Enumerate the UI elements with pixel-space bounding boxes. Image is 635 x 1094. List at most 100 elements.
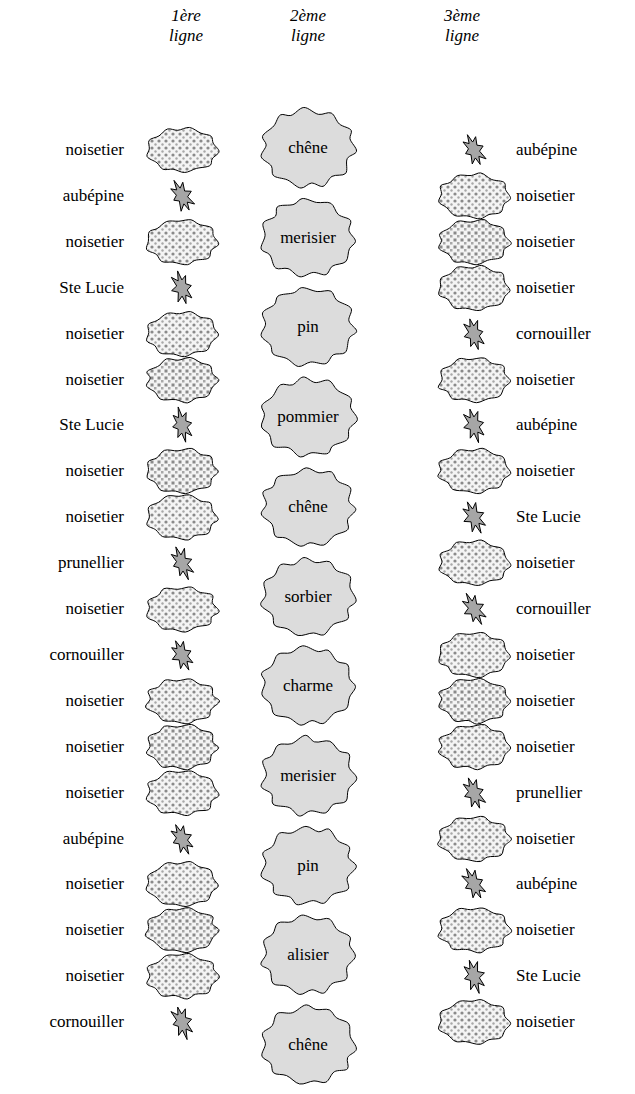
plant-outline bbox=[136, 859, 228, 909]
hazel-shrub: noisetier bbox=[432, 263, 630, 313]
hazel-shrub: noisetier bbox=[0, 859, 232, 909]
tree-crown: pommier bbox=[257, 375, 359, 459]
plant-name: noisetier bbox=[516, 920, 630, 940]
tree-crown: alisier bbox=[258, 913, 358, 997]
plant-shape bbox=[147, 311, 219, 356]
plant-shape bbox=[439, 265, 510, 310]
plant-shape bbox=[462, 869, 486, 898]
plant-shape bbox=[171, 1007, 193, 1040]
hazel-shrub: noisetier bbox=[432, 997, 630, 1047]
plant-outline bbox=[432, 217, 516, 267]
plant-name: noisetier bbox=[516, 232, 630, 252]
plant-shape bbox=[439, 678, 511, 724]
plant-shape bbox=[438, 449, 511, 494]
hazel-shrub: noisetier bbox=[432, 814, 630, 864]
plant-name: noisetier bbox=[0, 140, 124, 160]
hazel-shrub: noisetier bbox=[432, 905, 630, 955]
plant-name: cornouiller bbox=[0, 645, 124, 665]
plant-name: noisetier bbox=[0, 966, 124, 986]
plant-name: noisetier bbox=[516, 553, 630, 573]
plant-name: noisetier bbox=[0, 874, 124, 894]
plant-shape bbox=[147, 954, 220, 1000]
plant-outline bbox=[136, 905, 228, 955]
plant-outline bbox=[432, 400, 516, 450]
plant-shape bbox=[438, 908, 512, 953]
plant-outline bbox=[432, 263, 516, 313]
plant-name: noisetier bbox=[516, 691, 630, 711]
plant-name: noisetier bbox=[0, 232, 124, 252]
small-shrub: Ste Lucie bbox=[0, 400, 232, 450]
small-shrub: cornouiller bbox=[432, 584, 630, 634]
small-shrub: prunellier bbox=[432, 768, 630, 818]
plant-name: Ste Lucie bbox=[516, 507, 630, 527]
small-shrub: aubépine bbox=[0, 171, 232, 221]
small-shrub: Ste Lucie bbox=[432, 951, 630, 1001]
plant-name: noisetier bbox=[0, 370, 124, 390]
plant-outline bbox=[432, 859, 516, 909]
plant-name: merisier bbox=[258, 228, 358, 248]
hazel-shrub: noisetier bbox=[0, 217, 232, 267]
small-shrub: Ste Lucie bbox=[0, 263, 232, 313]
plant-name: noisetier bbox=[0, 920, 124, 940]
plant-name: noisetier bbox=[0, 324, 124, 344]
hazel-shrub: noisetier bbox=[432, 446, 630, 496]
plant-outline bbox=[136, 217, 228, 267]
plant-shape bbox=[147, 587, 219, 632]
plant-name: noisetier bbox=[0, 461, 124, 481]
tree-crown: chêne bbox=[258, 1003, 358, 1087]
plant-shape bbox=[439, 632, 510, 677]
plant-shape bbox=[438, 816, 512, 861]
plant-outline bbox=[136, 997, 228, 1047]
small-shrub: prunellier bbox=[0, 538, 232, 588]
tree-crown: merisier bbox=[258, 196, 358, 280]
plant-outline bbox=[136, 263, 228, 313]
plant-name: charme bbox=[258, 676, 358, 696]
small-shrub: Ste Lucie bbox=[432, 492, 630, 542]
small-shrub: aubépine bbox=[432, 859, 630, 909]
plant-outline bbox=[432, 905, 516, 955]
plant-outline bbox=[432, 722, 516, 772]
plant-name: noisetier bbox=[516, 1012, 630, 1032]
plant-shape bbox=[146, 862, 218, 907]
plant-outline bbox=[136, 446, 228, 496]
plant-name: noisetier bbox=[516, 278, 630, 298]
plant-name: merisier bbox=[258, 766, 358, 786]
hazel-shrub: noisetier bbox=[0, 676, 232, 726]
plant-name: noisetier bbox=[516, 461, 630, 481]
plant-shape bbox=[171, 824, 193, 854]
plant-outline bbox=[136, 400, 228, 450]
plant-outline bbox=[136, 584, 228, 634]
plant-shape bbox=[146, 724, 218, 770]
plant-name: noisetier bbox=[0, 737, 124, 757]
plant-name: cornouiller bbox=[516, 324, 630, 344]
plant-outline bbox=[432, 630, 516, 680]
tree-crown: chêne bbox=[258, 106, 358, 190]
plant-shape bbox=[146, 219, 218, 264]
plant-name: pin bbox=[258, 317, 358, 337]
plant-shape bbox=[463, 135, 486, 165]
hazel-shrub: noisetier bbox=[432, 630, 630, 680]
tree-crown: charme bbox=[258, 644, 358, 728]
plant-shape bbox=[464, 410, 484, 444]
plant-outline bbox=[136, 125, 228, 175]
hazel-shrub: noisetier bbox=[432, 355, 630, 405]
plant-outline bbox=[432, 768, 516, 818]
plant-name: Ste Lucie bbox=[516, 966, 630, 986]
plant-outline bbox=[432, 309, 516, 359]
plant-name: cornouiller bbox=[516, 599, 630, 619]
row-heading: 3ème ligne bbox=[430, 6, 494, 45]
plant-name: aubépine bbox=[516, 415, 630, 435]
plant-shape bbox=[147, 127, 219, 172]
plant-outline bbox=[136, 951, 228, 1001]
hazel-shrub: noisetier bbox=[0, 905, 232, 955]
plant-name: noisetier bbox=[0, 783, 124, 803]
hazel-shrub: noisetier bbox=[0, 446, 232, 496]
plant-name: aubépine bbox=[0, 186, 124, 206]
tree-crown: pin bbox=[258, 824, 358, 908]
row-heading: 1ère ligne bbox=[154, 6, 218, 45]
plant-shape bbox=[463, 778, 485, 808]
plant-outline bbox=[432, 538, 516, 588]
plant-shape bbox=[464, 318, 484, 349]
plant-outline bbox=[136, 814, 228, 864]
